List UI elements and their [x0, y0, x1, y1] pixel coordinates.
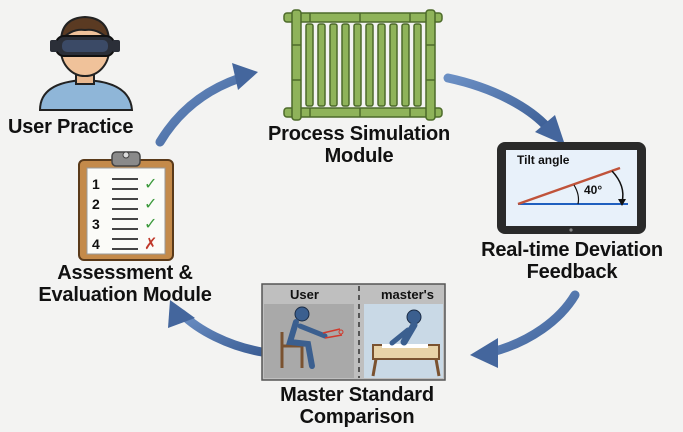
- cross-icon: ✗: [144, 236, 158, 253]
- checklist-number: 4: [92, 236, 100, 252]
- checklist-number: 1: [92, 176, 100, 192]
- user-practice-label: User Practice: [8, 116, 134, 138]
- arrow-simulation-to-feedback: [443, 73, 565, 145]
- user-seated-figure: [280, 306, 344, 369]
- checklist-row: 1✓: [92, 174, 162, 194]
- vr-headset-user-icon: [38, 15, 134, 111]
- arrow-feedback-to-comparison: [470, 290, 580, 368]
- checklist-lines: [112, 238, 138, 250]
- checklist: 1✓2✓3✓4✗: [92, 174, 162, 254]
- process-simulation-label: Process Simulation Module: [267, 123, 450, 168]
- checkmark-icon: ✓: [144, 196, 158, 213]
- checkmark-icon: ✓: [144, 216, 158, 233]
- checklist-number: 3: [92, 216, 100, 232]
- arrow-comparison-to-assessment: [168, 300, 267, 357]
- master-tag: master's: [381, 287, 434, 302]
- comparison-panel-graphic: [261, 283, 446, 381]
- checklist-lines: [112, 178, 138, 190]
- checklist-lines: [112, 218, 138, 230]
- arrow-user-to-simulation: [155, 63, 258, 147]
- master-comparison-label: Master Standard Comparison: [280, 384, 434, 429]
- tablet-icon: [497, 142, 646, 234]
- checklist-lines: [112, 198, 138, 210]
- checklist-row: 3✓: [92, 214, 162, 234]
- user-tag: User: [290, 287, 319, 302]
- master-working-figure: [371, 309, 441, 377]
- bamboo-frame-icon: [283, 9, 443, 121]
- tilt-angle-caption: Tilt angle: [517, 153, 570, 167]
- angle-value: 40°: [584, 183, 603, 197]
- assessment-label: Assessment & Evaluation Module: [38, 262, 212, 307]
- deviation-feedback-label: Real-time Deviation Feedback: [481, 239, 663, 284]
- checklist-row: 2✓: [92, 194, 162, 214]
- checklist-row: 4✗: [92, 234, 162, 254]
- checkmark-icon: ✓: [144, 176, 158, 193]
- checklist-number: 2: [92, 196, 100, 212]
